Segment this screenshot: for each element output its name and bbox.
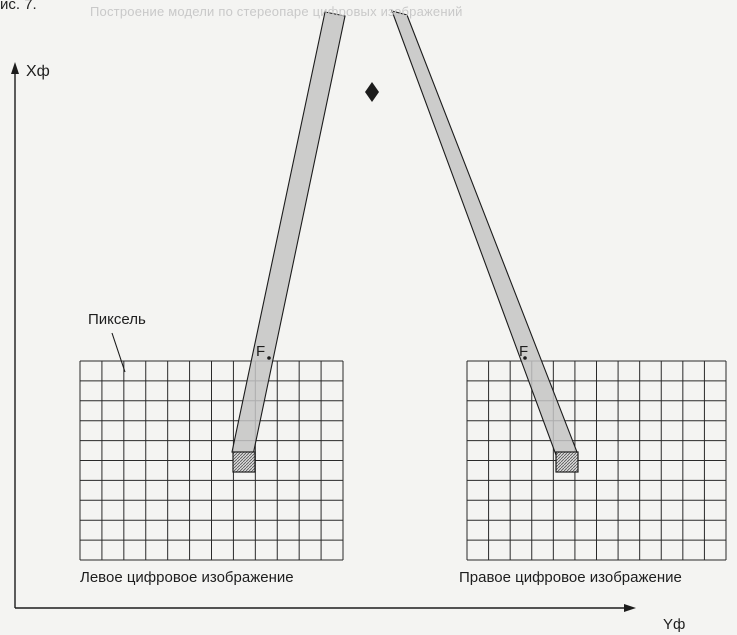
left-selected-pixel	[232, 451, 256, 473]
left-image-grid	[79, 360, 344, 561]
right-selected-pixel	[555, 451, 579, 473]
x-axis-arrowhead	[11, 62, 19, 74]
y-axis-label: Yф	[663, 616, 686, 633]
focal-label-right: F	[519, 343, 529, 360]
x-axis-label: Xф	[26, 63, 50, 80]
right-image-caption: Правое цифровое изображение	[459, 569, 682, 586]
focal-point-right	[523, 356, 527, 360]
figure-number-fragment: ис. 7.	[0, 0, 37, 13]
focal-label-left: F	[256, 343, 266, 360]
y-axis-arrowhead	[624, 604, 636, 612]
beam-intersection-point	[365, 82, 379, 102]
left-image-caption: Левое цифровое изображение	[80, 569, 294, 586]
left-projection-beam	[231, 11, 346, 456]
focal-point-left	[267, 356, 271, 360]
faint-header-text: Построение модели по стереопаре цифровых…	[90, 4, 463, 19]
pixel-leader-line	[111, 332, 126, 373]
coordinate-axes	[14, 70, 628, 609]
right-projection-beam	[391, 10, 578, 456]
right-image-grid	[466, 360, 727, 561]
pixel-label: Пиксель	[88, 311, 146, 328]
